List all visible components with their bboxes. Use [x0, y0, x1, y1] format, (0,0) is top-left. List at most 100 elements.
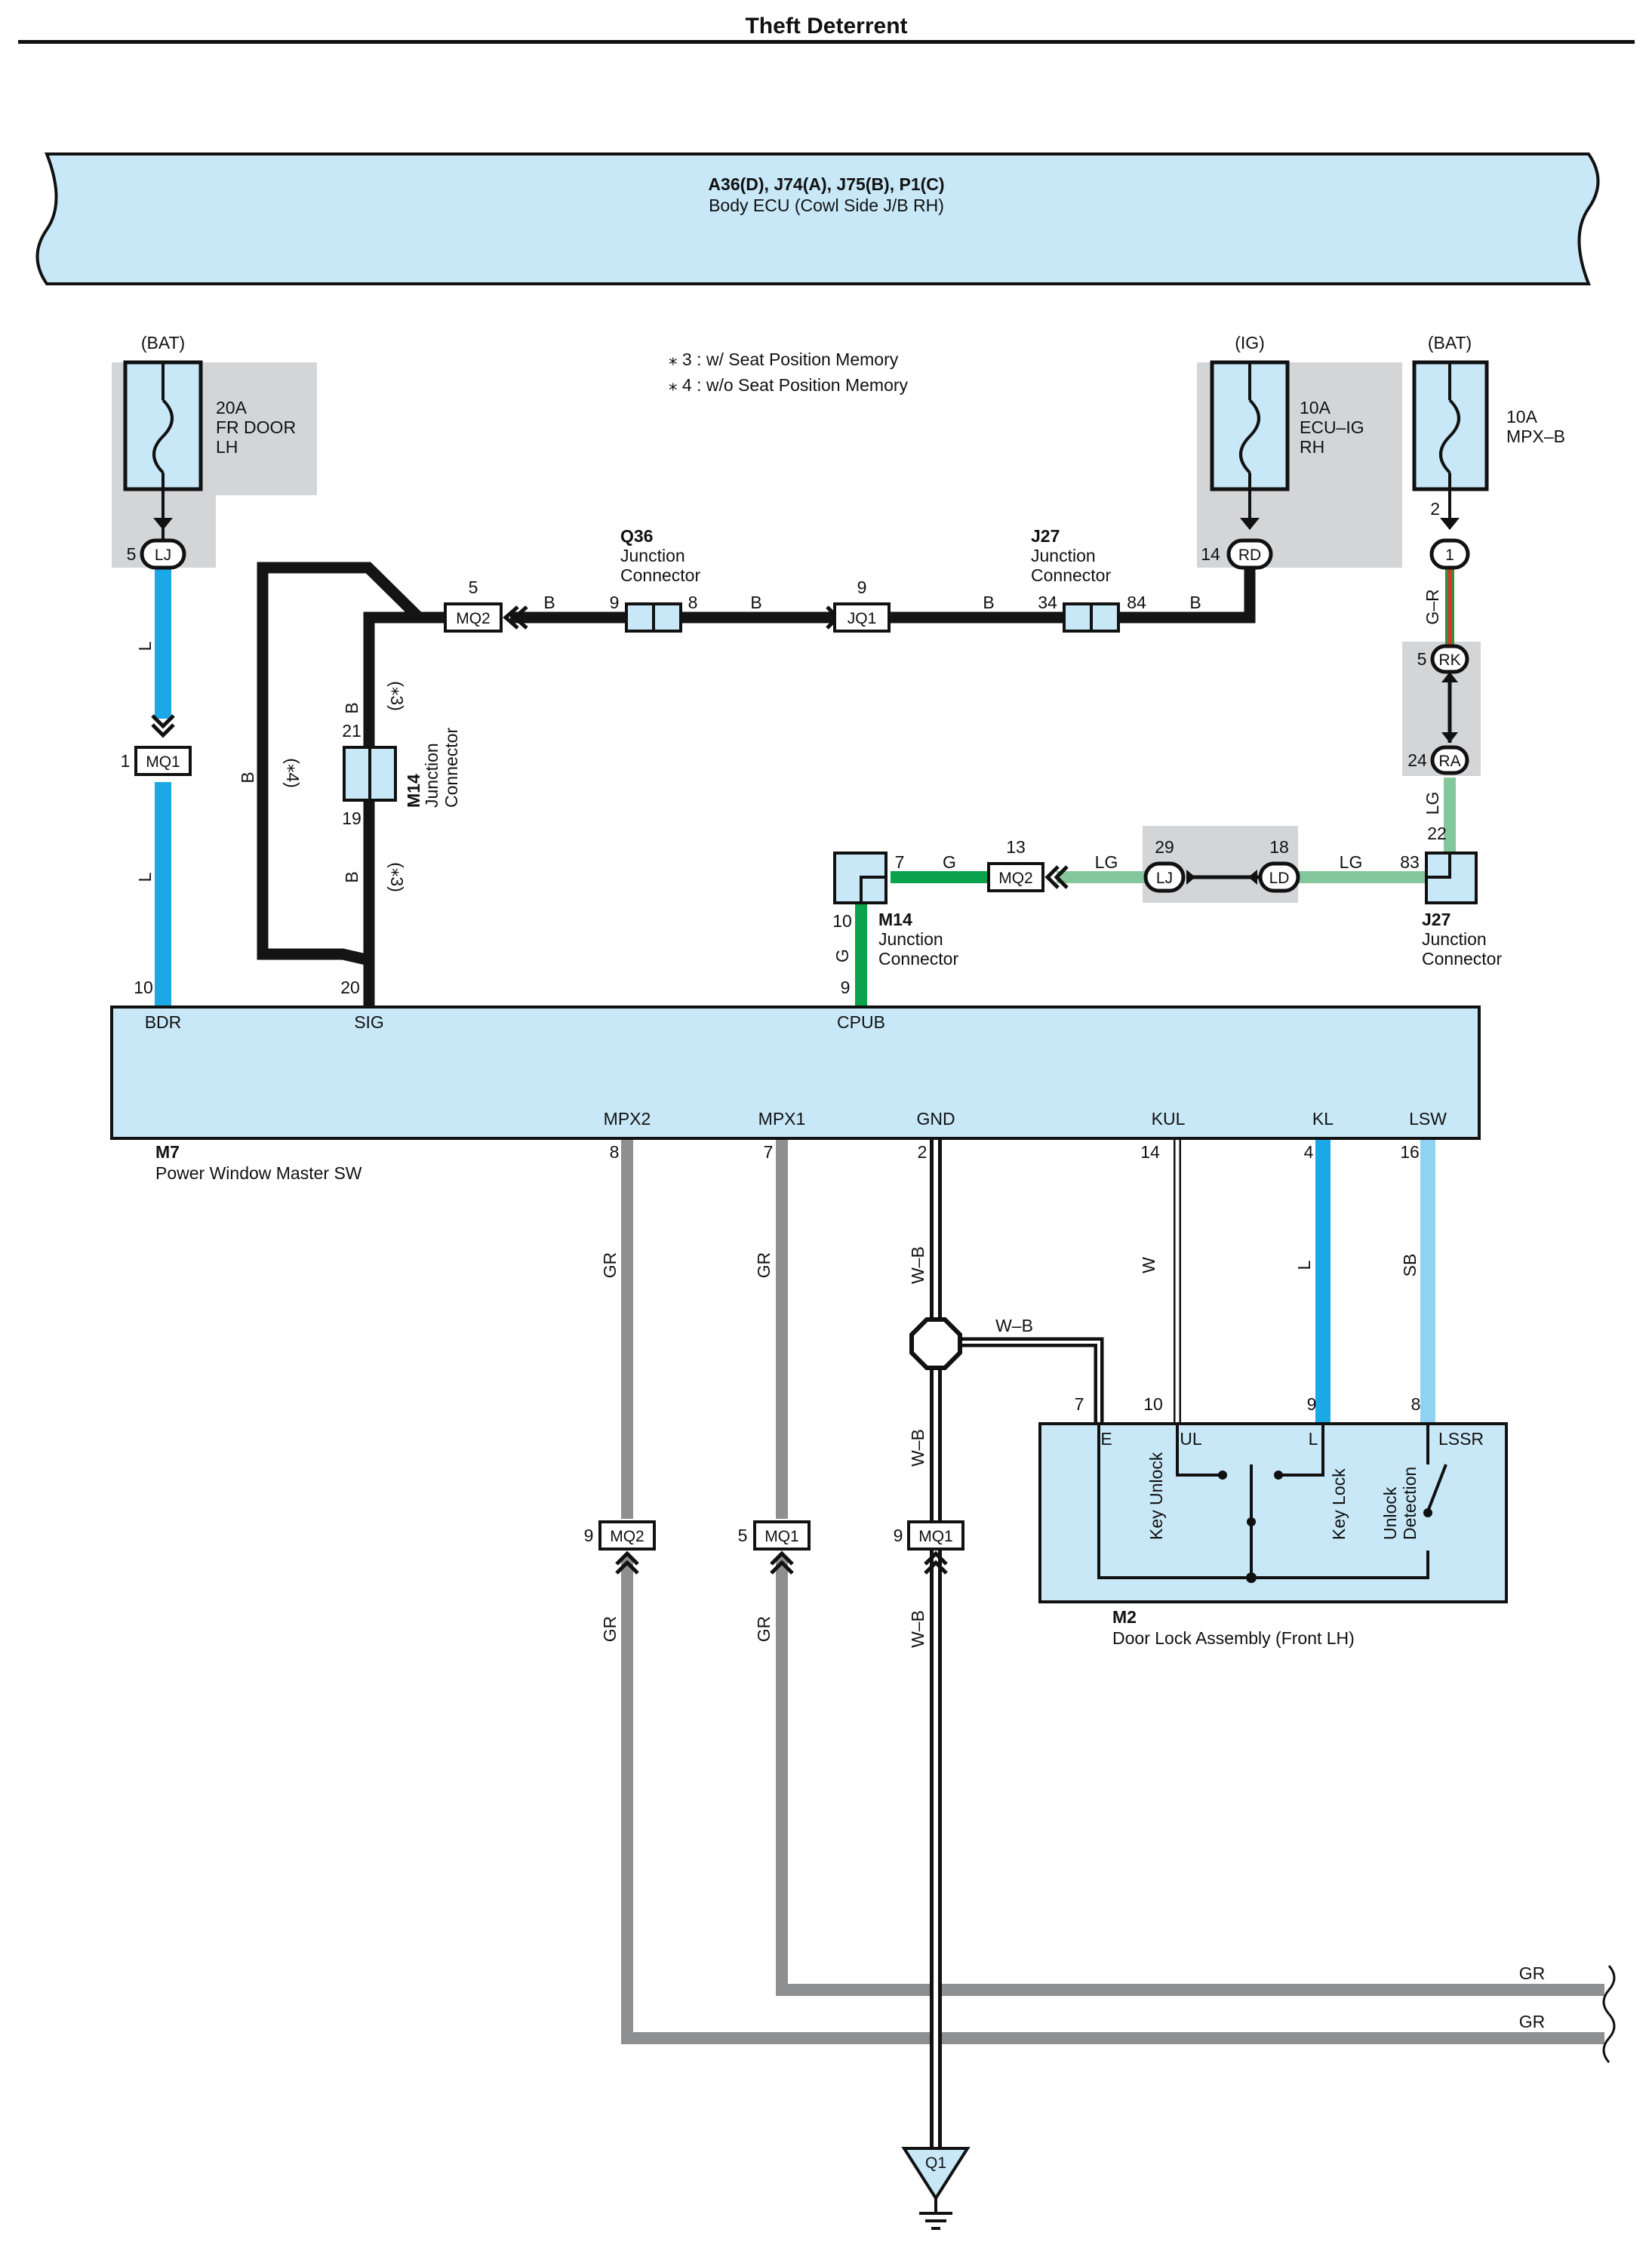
svg-text:7: 7: [895, 852, 905, 872]
wire-white-black-gnd: [930, 1138, 1104, 2156]
wire-label-wb2: W–B: [995, 1316, 1033, 1335]
splice-point: [909, 1317, 962, 1370]
svg-text:LJ: LJ: [1156, 870, 1173, 887]
svg-text:J27: J27: [1422, 910, 1450, 929]
svg-text:Junction: Junction: [1422, 929, 1487, 949]
m7-pin-sig: 20: [340, 978, 360, 997]
wire-label-wb4: W–B: [908, 1610, 928, 1648]
connector-jq1: JQ1 9: [826, 577, 891, 633]
m2-unlock: Unlock: [1380, 1486, 1400, 1540]
svg-text:9: 9: [857, 577, 867, 597]
wire-green-cpub: [855, 871, 989, 1007]
svg-text:MQ2: MQ2: [998, 870, 1033, 887]
page-title: Theft Deterrent: [745, 14, 907, 38]
m2-pin-e: 7: [1075, 1394, 1084, 1414]
m2-key-lock: Key Lock: [1329, 1468, 1349, 1540]
m7-name: Power Window Master SW: [155, 1163, 362, 1183]
svg-text:Junction: Junction: [1031, 546, 1096, 565]
svg-text:34: 34: [1038, 593, 1057, 612]
m7-label-mpx2: MPX2: [604, 1109, 651, 1129]
connector-mq1-low1: MQ1 5: [738, 1520, 811, 1575]
m2-label-l: L: [1309, 1429, 1318, 1449]
wire-label-wb1: W–B: [908, 1246, 928, 1284]
m7-box: [110, 1006, 1481, 1140]
svg-text:Q1: Q1: [925, 2154, 946, 2172]
wire-label-gr2: GR: [754, 1252, 774, 1279]
m7-label-kl: KL: [1312, 1109, 1334, 1129]
wire-label-b4: B: [1189, 593, 1201, 612]
connector-ra: RA 24: [1407, 745, 1469, 775]
svg-text:5: 5: [738, 1526, 748, 1545]
body-ecu-box: [35, 152, 1600, 285]
body-ecu-name: Body ECU (Cowl Side J/B RH): [709, 196, 944, 215]
connector-rk: RK 5: [1417, 644, 1469, 743]
wire-label-g1: G: [943, 852, 956, 872]
note-seat-memory: ⁎ 3 : w/ Seat Position Memory: [669, 350, 899, 369]
connector-mq1-left: MQ1 1: [121, 714, 192, 776]
svg-text:(BAT): (BAT): [1428, 333, 1472, 353]
svg-text:MQ1: MQ1: [146, 753, 180, 771]
junction-j27-right: 22 83 J27 Junction Connector: [1400, 824, 1502, 969]
m7-pin-lsw: 16: [1400, 1142, 1420, 1162]
m2-switch-contacts: [1218, 1471, 1432, 1583]
svg-text:10A: 10A: [1300, 398, 1331, 417]
wire-label-gr-wire: G–R: [1423, 589, 1442, 624]
m7-pin-kul: 14: [1140, 1142, 1160, 1162]
svg-text:RD: RD: [1238, 547, 1261, 564]
connector-lj-top: LJ 5: [127, 538, 186, 570]
wire-label-lg3: LG: [1095, 852, 1118, 872]
m2-detection: Detection: [1400, 1467, 1420, 1540]
m7-label-cpub: CPUB: [837, 1012, 885, 1032]
svg-text:5: 5: [469, 577, 478, 597]
body-ecu-connectors: A36(D), J74(A), J75(B), P1(C): [708, 174, 944, 194]
svg-text:M14: M14: [404, 774, 423, 808]
m7-pin-mpx2: 8: [610, 1142, 620, 1162]
wire-label-lg2: LG: [1340, 852, 1363, 872]
wire-label-sb: SB: [1400, 1254, 1420, 1277]
svg-text:18: 18: [1269, 837, 1289, 857]
m2-internal-circuit: [1097, 1424, 1447, 1579]
m2-label-ul: UL: [1180, 1429, 1202, 1449]
svg-text:9: 9: [584, 1526, 594, 1545]
svg-text:22: 22: [1427, 824, 1447, 843]
junction-j27-top: J27 Junction Connector 34 84: [1031, 526, 1146, 633]
m2-label-lssr: LSSR: [1438, 1429, 1484, 1449]
svg-text:19: 19: [342, 808, 361, 828]
note-no-seat-memory: ⁎ 4 : w/o Seat Position Memory: [669, 375, 909, 395]
svg-text:14: 14: [1201, 544, 1220, 564]
svg-text:Connector: Connector: [1031, 565, 1111, 585]
wire-label-b1: B: [543, 593, 555, 612]
svg-text:Junction: Junction: [422, 743, 441, 808]
connector-mq2-top: MQ2 5: [444, 577, 528, 633]
connector-ld-mid: LD 18: [1248, 837, 1300, 893]
svg-text:MQ2: MQ2: [456, 610, 491, 627]
connector-mq2-low: MQ2 9: [584, 1520, 656, 1575]
connector-rd: RD 14: [1201, 538, 1273, 570]
wire-gray-mpx: [621, 1138, 1604, 2044]
svg-text:Connector: Connector: [878, 949, 958, 969]
wire-label-b7: B: [238, 771, 257, 783]
svg-text:LD: LD: [1269, 870, 1290, 887]
svg-text:LJ: LJ: [155, 547, 171, 564]
wire-label-gr4: GR: [754, 1616, 774, 1643]
connector-mq2-mid: MQ2 13: [987, 837, 1069, 892]
connector-mpxb-pin: 1: [1429, 538, 1470, 570]
svg-text:LH: LH: [216, 437, 238, 457]
svg-text:2: 2: [1430, 499, 1440, 519]
svg-text:RA: RA: [1438, 753, 1460, 770]
svg-text:Junction: Junction: [620, 546, 685, 565]
m7-pin-bdr: 10: [134, 978, 153, 997]
m7-label-mpx1: MPX1: [758, 1109, 806, 1129]
wire-label-w: W: [1139, 1257, 1158, 1273]
svg-text:M14: M14: [878, 910, 912, 929]
svg-text:J27: J27: [1031, 526, 1060, 546]
wire-label-l2: L: [135, 872, 155, 882]
wire-label-b2: B: [750, 593, 761, 612]
svg-text:Connector: Connector: [620, 565, 700, 585]
svg-text:MPX–B: MPX–B: [1506, 427, 1565, 446]
wire-label-star3a: (⁎3): [387, 681, 407, 711]
connector-lj-mid: LJ 29: [1143, 837, 1195, 893]
m2-box: [1038, 1422, 1508, 1603]
svg-text:Connector: Connector: [441, 728, 461, 808]
wire-label-b5: B: [342, 702, 361, 713]
